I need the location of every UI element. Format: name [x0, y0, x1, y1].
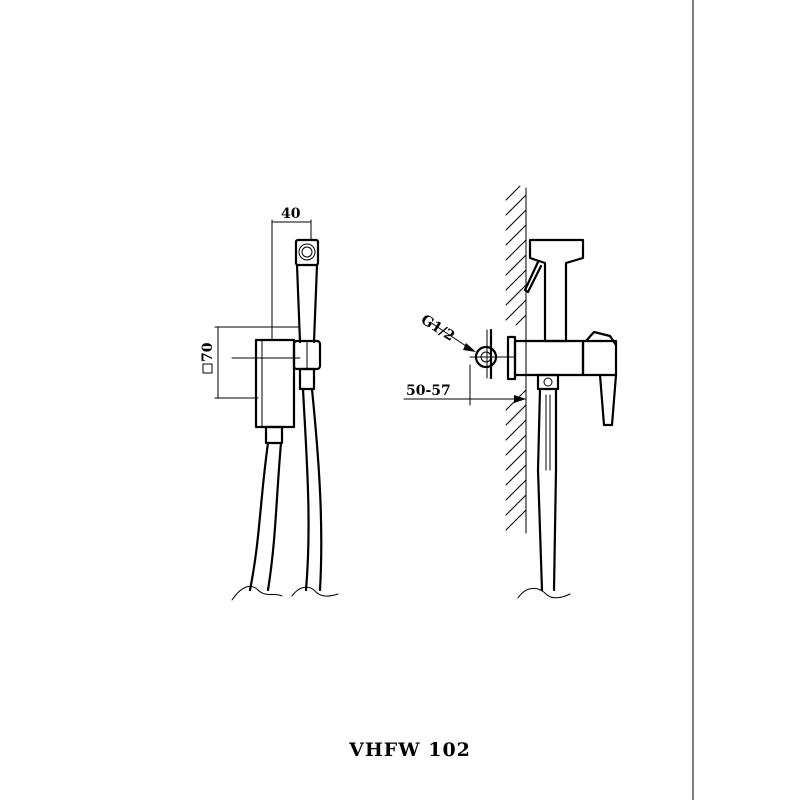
side-hose-inner	[545, 394, 551, 471]
model-title: VHFW 102	[348, 739, 471, 761]
side-hose-nut	[536, 373, 560, 391]
thread-leader	[429, 321, 467, 347]
left-break-line	[231, 585, 283, 601]
side-view: G1/2 50-57	[403, 185, 618, 599]
thread-label: G1/2	[418, 312, 457, 345]
left-hose	[248, 441, 283, 592]
shower-head	[294, 238, 320, 267]
depth-arrow	[514, 395, 526, 403]
thread-leader-arrow	[463, 343, 476, 352]
side-body	[513, 339, 585, 377]
side-shower-trigger	[523, 260, 543, 294]
front-view: 40 70	[200, 206, 339, 601]
dim-70-label: 70	[200, 342, 216, 362]
hose-connector	[264, 425, 284, 445]
wall-hatching	[505, 185, 527, 531]
square-symbol-icon	[202, 363, 213, 374]
dim-40-label: 40	[281, 206, 301, 222]
shower-nozzle	[298, 243, 316, 261]
shower-handle	[295, 263, 319, 344]
side-break-line	[517, 588, 571, 599]
depth-label: 50-57	[406, 383, 451, 399]
side-wall-flange	[506, 335, 517, 381]
right-break-line	[291, 586, 339, 597]
hose-connector-2	[298, 367, 316, 391]
shower-nozzle-inner	[301, 246, 313, 258]
side-front-cap	[581, 339, 618, 377]
side-lever-handle	[584, 330, 618, 427]
side-hose-nut-hole	[543, 377, 553, 387]
side-shower-head	[528, 238, 585, 343]
right-hose	[301, 387, 323, 592]
side-hose	[536, 387, 558, 592]
